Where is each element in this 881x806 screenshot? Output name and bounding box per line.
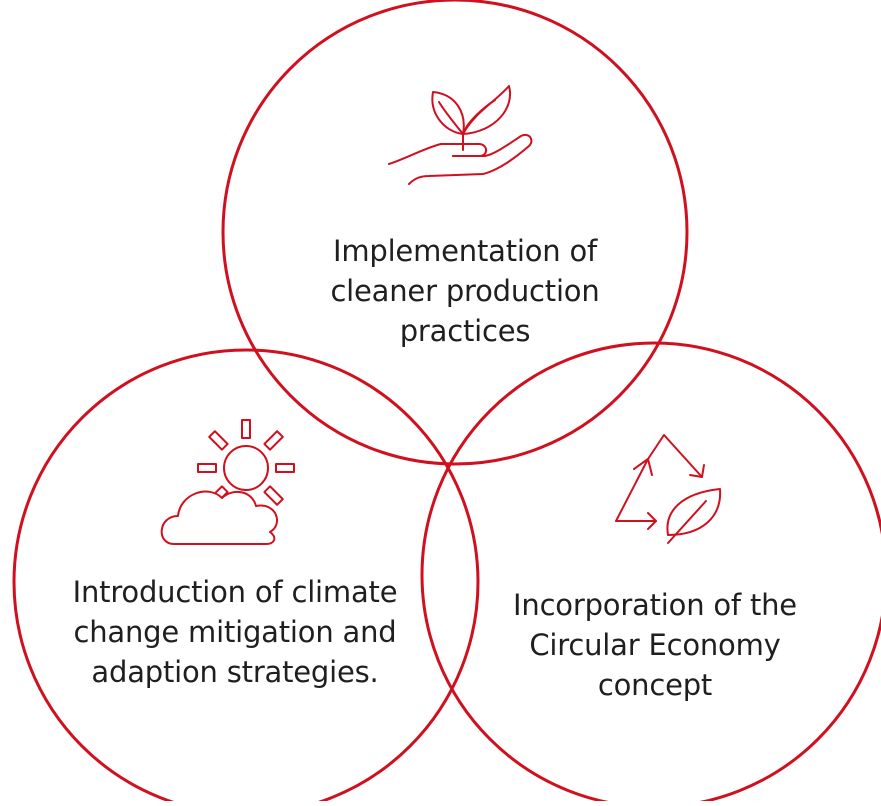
- label-left-line-2: change mitigation and: [73, 615, 397, 649]
- label-top-line-3: practices: [399, 314, 531, 348]
- label-top-line-2: cleaner production: [330, 274, 600, 308]
- circle-top: [221, 0, 689, 466]
- hand-holding-plant-icon: [388, 85, 533, 185]
- circle-right: [420, 341, 881, 806]
- sun-behind-cloud-icon: [160, 419, 295, 545]
- label-right: Incorporation of the Circular Economy co…: [480, 585, 830, 705]
- circle-left: [12, 348, 480, 806]
- label-left: Introduction of climate change mitigatio…: [40, 572, 430, 692]
- label-left-line-1: Introduction of climate: [72, 575, 398, 609]
- label-right-line-1: Incorporation of the: [513, 588, 797, 622]
- label-top-line-1: Implementation of: [332, 234, 598, 268]
- recycle-leaf-icon: [615, 434, 722, 544]
- label-top: Implementation of cleaner production pra…: [290, 231, 640, 351]
- label-right-line-3: concept: [597, 668, 713, 702]
- label-right-line-2: Circular Economy: [529, 628, 781, 662]
- label-left-line-3: adaption strategies.: [91, 655, 379, 689]
